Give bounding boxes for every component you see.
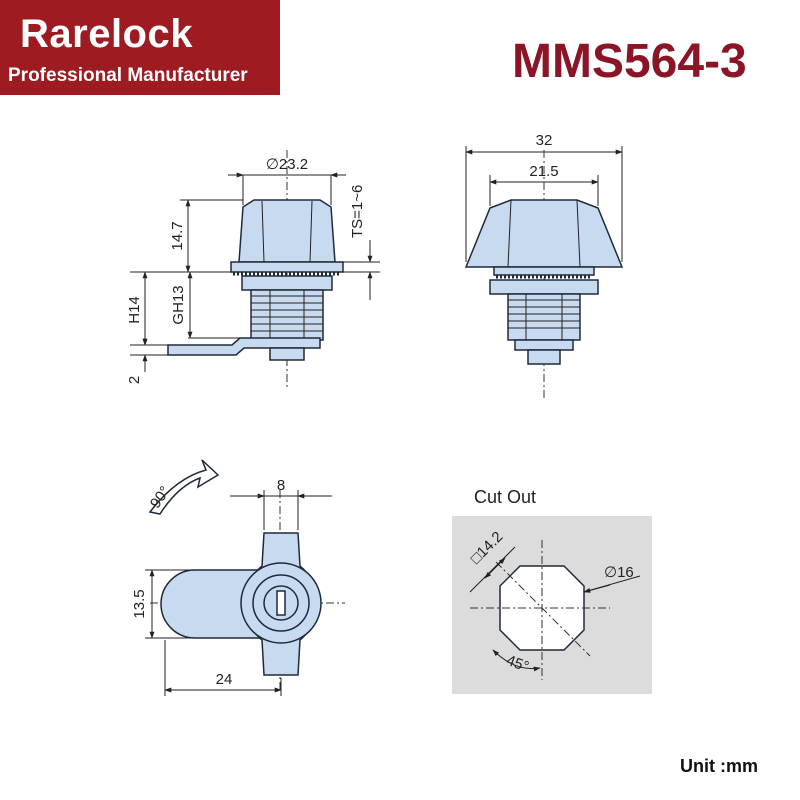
- dim-front-h: H14: [126, 296, 143, 324]
- front-view: ∅23.2 TS=1~6 14.7 H14 GH13 2: [126, 150, 380, 390]
- rotation-arrow-icon: [148, 459, 220, 515]
- model-number: MMS564-3: [512, 35, 747, 88]
- dim-bottom-rotation: 90°: [147, 483, 174, 511]
- unit-label: Unit :mm: [680, 756, 758, 776]
- key-slot-icon: [276, 590, 286, 616]
- side-nut: [489, 279, 599, 295]
- dim-front-ts: TS=1~6: [349, 185, 366, 238]
- front-thread-body: [250, 289, 324, 341]
- dim-front-height-top: 14.7: [169, 221, 186, 250]
- cutout-title: Cut Out: [474, 487, 536, 507]
- bottom-view: 90° 8 13.5 24: [131, 459, 345, 696]
- side-cam-plate: [514, 339, 574, 351]
- dim-front-diameter: ∅23.2: [266, 156, 308, 173]
- front-flange: [230, 261, 344, 273]
- dim-front-gh: GH13: [170, 285, 187, 324]
- dim-bottom-height: 13.5: [131, 589, 148, 618]
- front-knob: [238, 199, 336, 263]
- side-screw: [527, 349, 561, 365]
- front-nut: [241, 275, 333, 291]
- brand-tagline: Professional Manufacturer: [8, 65, 248, 86]
- dim-side-outer: 32: [536, 132, 553, 149]
- brand-name: Rarelock: [20, 12, 193, 56]
- dim-cutout-angle: 45°: [504, 652, 531, 676]
- front-screw: [269, 347, 305, 361]
- dim-cutout-diameter: ∅16: [604, 564, 634, 581]
- cutout-view: Cut Out □14.2 ∅16 45°: [452, 487, 652, 694]
- dim-bottom-width: 8: [277, 477, 285, 494]
- brand-banner: Rarelock Professional Manufacturer: [0, 0, 280, 95]
- side-head: [464, 199, 624, 268]
- side-thread-body: [507, 293, 581, 341]
- front-cam-arm: [167, 337, 321, 356]
- side-view: 32 21.5: [464, 132, 624, 400]
- dim-front-bottom: 2: [126, 376, 143, 384]
- side-washer: [493, 266, 595, 276]
- dim-side-inner: 21.5: [529, 163, 558, 180]
- dim-bottom-length: 24: [216, 671, 233, 688]
